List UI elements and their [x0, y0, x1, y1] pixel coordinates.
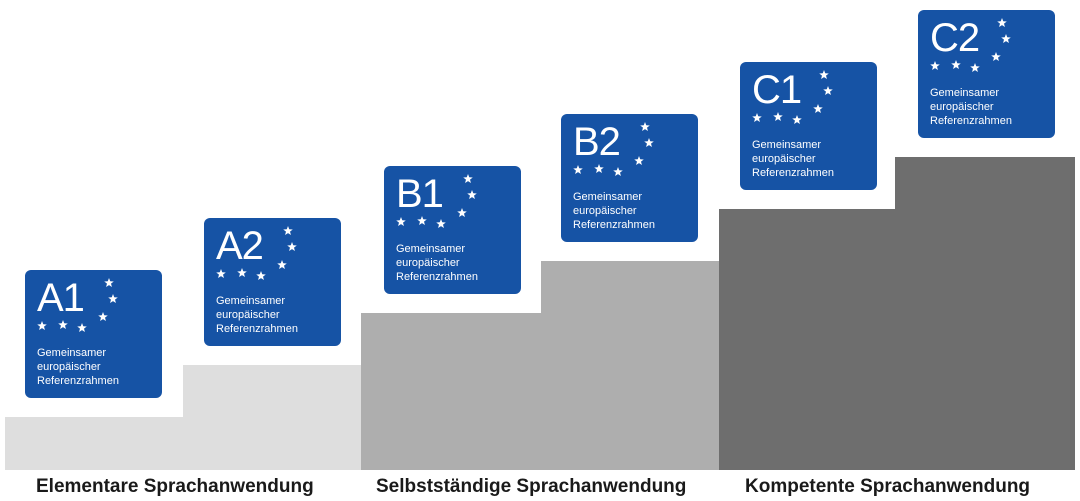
desc-line: europäischer: [37, 361, 101, 373]
star-icon: [970, 63, 980, 73]
desc-line: Referenzrahmen: [396, 271, 478, 283]
desc-line: Referenzrahmen: [930, 115, 1012, 127]
level-code: B1: [396, 172, 444, 216]
level-code: A1: [37, 276, 85, 320]
level-card-a2: A2 Gemeinsamer europäischer Referenzrahm…: [204, 218, 341, 346]
level-card-c2: C2 Gemeinsamer europäischer Referenzrahm…: [918, 10, 1055, 138]
star-icon: [417, 216, 427, 226]
desc-line: Gemeinsamer: [930, 87, 1000, 99]
star-icon: [644, 138, 654, 148]
level-card-b2: B2 Gemeinsamer europäischer Referenzrahm…: [561, 114, 698, 242]
level-description: Gemeinsamer europäischer Referenzrahmen: [216, 294, 336, 336]
step-c1: [719, 209, 895, 470]
level-description: Gemeinsamer europäischer Referenzrahmen: [573, 190, 693, 232]
star-icon: [819, 70, 829, 80]
step-c2: [895, 157, 1075, 470]
star-icon: [457, 208, 467, 218]
level-card-c1: C1 Gemeinsamer europäischer Referenzrahm…: [740, 62, 877, 190]
star-icon: [256, 271, 266, 281]
desc-line: Referenzrahmen: [752, 167, 834, 179]
step-a2: [183, 365, 361, 470]
star-icon: [277, 260, 287, 270]
star-icon: [287, 242, 297, 252]
star-icon: [216, 269, 226, 279]
step-b2: [541, 261, 719, 470]
desc-line: Referenzrahmen: [37, 375, 119, 387]
level-code: C1: [752, 68, 802, 112]
desc-line: Gemeinsamer: [573, 191, 643, 203]
step-a1: [5, 417, 183, 470]
level-card-a1: A1 Gemeinsamer europäischer Referenzrahm…: [25, 270, 162, 398]
level-description: Gemeinsamer europäischer Referenzrahmen: [396, 242, 516, 284]
desc-line: europäischer: [752, 153, 816, 165]
level-description: Gemeinsamer europäischer Referenzrahmen: [752, 138, 872, 180]
desc-line: Referenzrahmen: [216, 323, 298, 335]
level-code: A2: [216, 224, 264, 268]
star-icon: [640, 122, 650, 132]
category-proficient: Kompetente Sprachanwendung: [745, 476, 1031, 497]
level-description: Gemeinsamer europäischer Referenzrahmen: [37, 346, 157, 388]
star-icon: [792, 115, 802, 125]
level-description: Gemeinsamer europäischer Referenzrahmen: [930, 86, 1050, 128]
star-icon: [930, 61, 940, 71]
star-icon: [436, 219, 446, 229]
step-b1: [361, 313, 541, 470]
star-icon: [58, 320, 68, 330]
star-icon: [813, 104, 823, 114]
desc-line: europäischer: [930, 101, 994, 113]
star-icon: [997, 18, 1007, 28]
category-independent: Selbstständige Sprachanwendung: [376, 476, 687, 497]
desc-line: europäischer: [396, 257, 460, 269]
star-icon: [951, 60, 961, 70]
level-code: B2: [573, 120, 621, 164]
desc-line: Gemeinsamer: [752, 139, 822, 151]
category-elementary: Elementare Sprachanwendung: [36, 476, 314, 497]
desc-line: Gemeinsamer: [396, 243, 466, 255]
star-icon: [98, 312, 108, 322]
star-icon: [463, 174, 473, 184]
level-card-b1: B1 Gemeinsamer europäischer Referenzrahm…: [384, 166, 521, 294]
star-icon: [104, 278, 114, 288]
star-icon: [823, 86, 833, 96]
star-icon: [752, 113, 762, 123]
desc-line: europäischer: [573, 205, 637, 217]
star-icon: [396, 217, 406, 227]
star-icon: [773, 112, 783, 122]
desc-line: europäischer: [216, 309, 280, 321]
desc-line: Gemeinsamer: [216, 295, 286, 307]
star-icon: [634, 156, 644, 166]
star-icon: [1001, 34, 1011, 44]
desc-line: Gemeinsamer: [37, 347, 107, 359]
star-icon: [991, 52, 1001, 62]
star-icon: [237, 268, 247, 278]
star-icon: [108, 294, 118, 304]
star-icon: [37, 321, 47, 331]
star-icon: [613, 167, 623, 177]
level-code: C2: [930, 16, 980, 60]
star-icon: [283, 226, 293, 236]
star-icon: [573, 165, 583, 175]
star-icon: [77, 323, 87, 333]
desc-line: Referenzrahmen: [573, 219, 655, 231]
star-icon: [467, 190, 477, 200]
star-icon: [594, 164, 604, 174]
